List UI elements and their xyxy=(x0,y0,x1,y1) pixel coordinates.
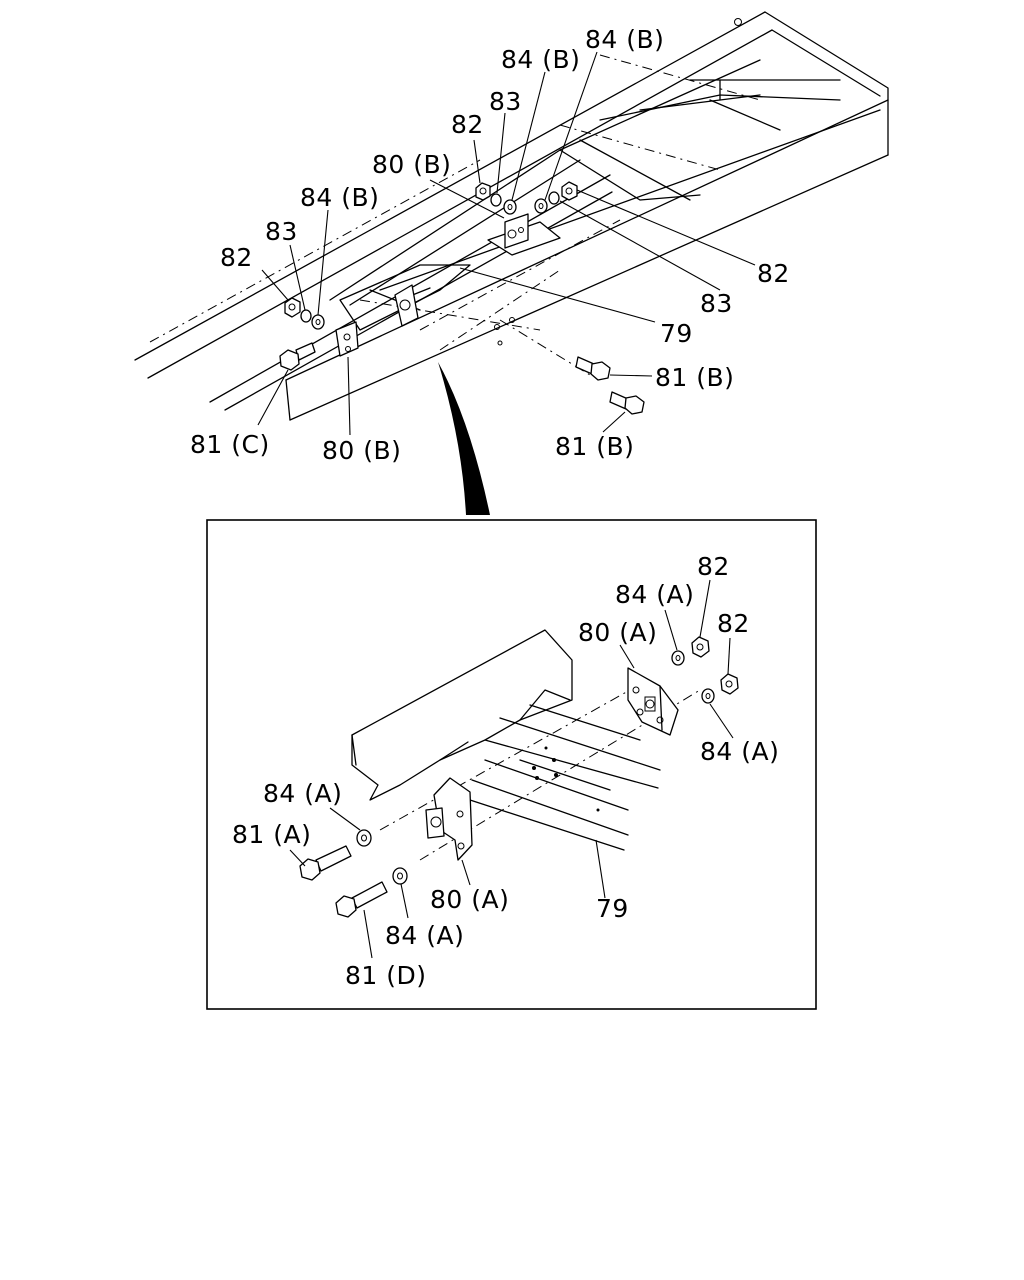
detail-bolt-81a xyxy=(299,845,352,881)
detail-washer-84a-lower xyxy=(392,867,408,885)
detail-leaf-spring xyxy=(469,704,661,851)
top-bolt-81b-lower xyxy=(609,391,645,415)
label-84a-detail-left: 84 (A) xyxy=(263,779,342,808)
detail-pointer-arrow xyxy=(438,362,490,515)
label-80b-top-upper: 80 (B) xyxy=(372,150,451,179)
detail-washer-84a-left xyxy=(356,829,372,847)
top-washer-84b-upper xyxy=(503,199,517,215)
top-washer-83-right xyxy=(548,191,560,205)
detail-leader-lines xyxy=(289,579,734,959)
top-shackle-79 xyxy=(394,284,419,327)
top-nut-82-right xyxy=(561,181,578,201)
top-bolt-81b-upper xyxy=(575,356,611,381)
label-82-top-right: 82 xyxy=(757,259,790,288)
label-83-top-upper: 83 xyxy=(489,87,522,116)
detail-washer-84a-right xyxy=(701,688,715,704)
top-bracket-80b-lower xyxy=(335,321,359,357)
top-bolt-81c xyxy=(279,342,316,371)
label-80b-top-lower: 80 (B) xyxy=(322,436,401,465)
label-84b-top-right: 84 (B) xyxy=(585,25,664,54)
label-84a-detail-upper: 84 (A) xyxy=(615,580,694,609)
label-82-detail-lower: 82 xyxy=(717,609,750,638)
detail-nut-82-upper xyxy=(691,636,710,658)
top-washer-83-left xyxy=(300,309,312,323)
label-82-top-left: 82 xyxy=(220,243,253,272)
detail-bracket-80a-left xyxy=(425,777,473,861)
top-nut-82-left xyxy=(284,297,301,318)
label-84b-top-center: 84 (B) xyxy=(501,45,580,74)
label-82-top-upper: 82 xyxy=(451,110,484,139)
detail-nut-82-lower xyxy=(720,673,739,695)
top-washer-84b-left xyxy=(311,314,325,330)
top-nut-82-upper xyxy=(475,182,491,201)
label-80a-detail-left: 80 (A) xyxy=(430,885,509,914)
label-81b-top-lower: 81 (B) xyxy=(555,432,634,461)
label-84a-detail-right: 84 (A) xyxy=(700,737,779,766)
top-washer-84b-right xyxy=(534,198,548,214)
top-leader-lines xyxy=(257,51,756,436)
top-washer-83-upper xyxy=(490,193,502,207)
label-80a-detail-right: 80 (A) xyxy=(578,618,657,647)
detail-view-frame xyxy=(206,519,817,1010)
detail-bracket-80a-right xyxy=(627,667,679,736)
label-82-detail-upper: 82 xyxy=(697,552,730,581)
label-81c-top: 81 (C) xyxy=(190,430,270,459)
label-79-detail: 79 xyxy=(596,894,629,923)
label-83-top-right: 83 xyxy=(700,289,733,318)
label-79-top: 79 xyxy=(660,319,693,348)
top-bracket-80b-upper xyxy=(487,213,561,256)
label-84b-top-left: 84 (B) xyxy=(300,183,379,212)
detail-washer-84a-upper xyxy=(671,650,685,666)
label-81a-detail: 81 (A) xyxy=(232,820,311,849)
detail-bolt-81d xyxy=(335,881,388,918)
label-84a-detail-lower: 84 (A) xyxy=(385,921,464,950)
detail-frame-rail xyxy=(351,629,573,801)
label-83-top-left: 83 xyxy=(265,217,298,246)
chassis-frame-drawing xyxy=(134,11,889,421)
label-81d-detail: 81 (D) xyxy=(345,961,427,990)
label-81b-top-upper: 81 (B) xyxy=(655,363,734,392)
